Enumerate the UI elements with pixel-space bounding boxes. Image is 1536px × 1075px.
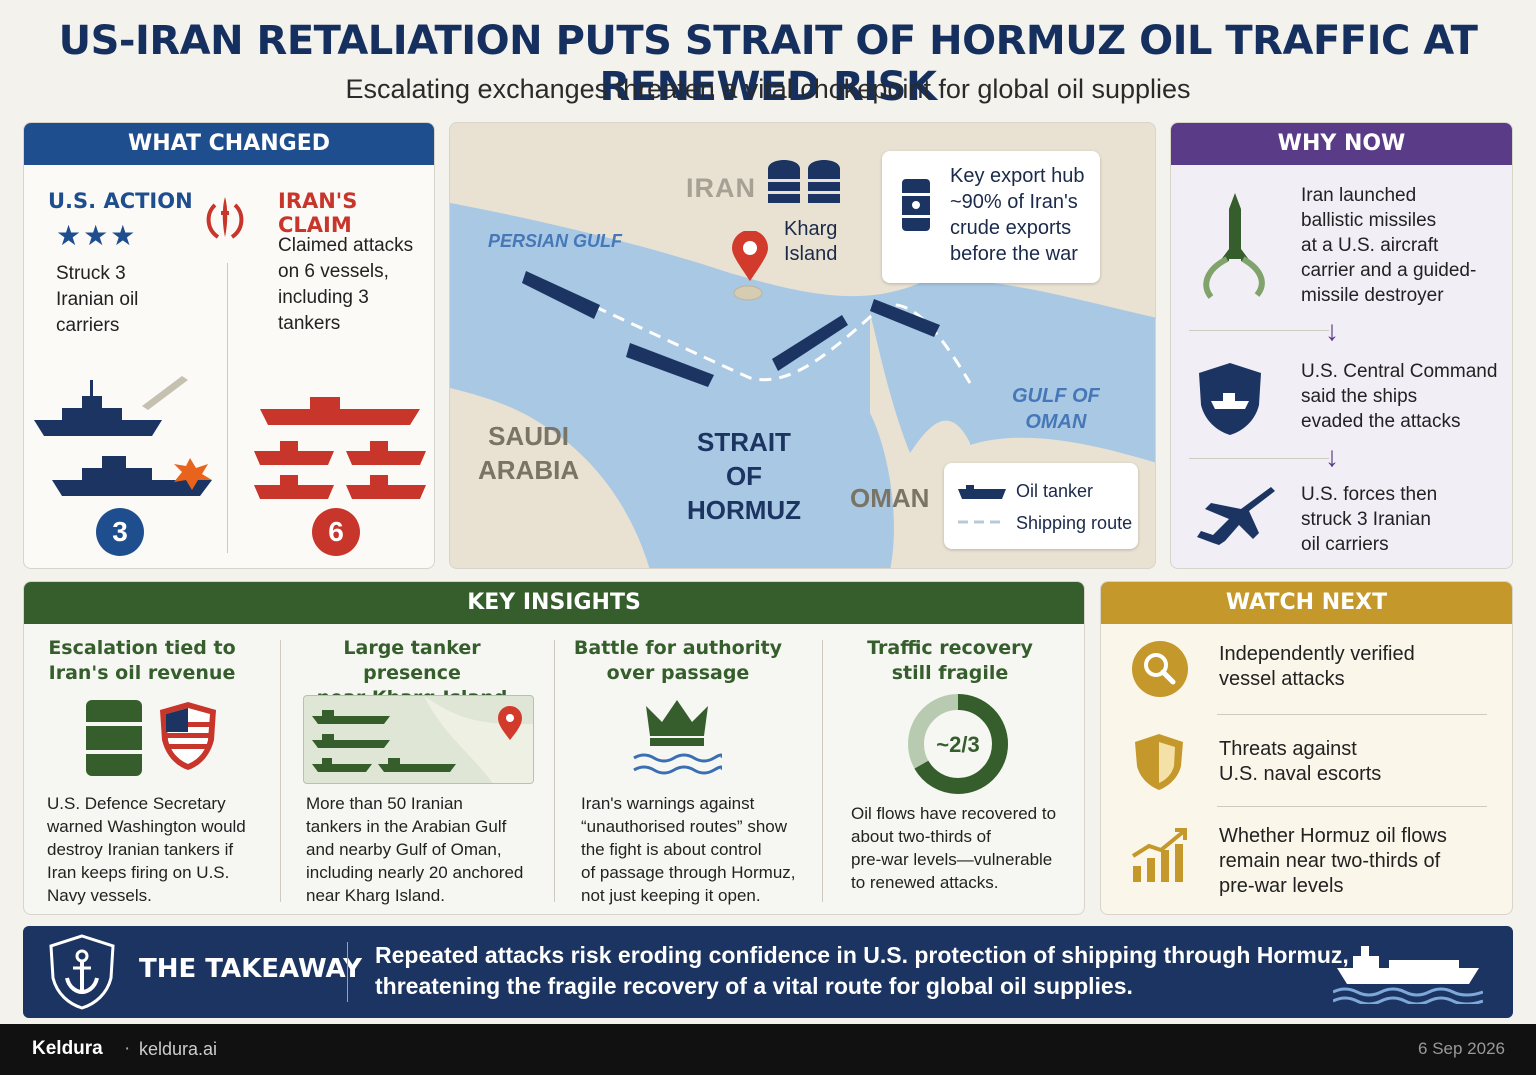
- export-hub-callout: Key export hub ~90% of Iran's crude expo…: [882, 151, 1100, 283]
- anchor-shield-icon: [49, 934, 115, 1010]
- iran-emblem-icon: [206, 197, 244, 239]
- tanker-legend-icon: [958, 485, 1006, 499]
- page-title: US-IRAN RETALIATION PUTS STRAIT OF HORMU…: [58, 18, 1478, 110]
- insight-3-body: Iran's warnings against “unauthorised ro…: [581, 794, 796, 905]
- map-panel: IRAN PERSIAN GULF Kharg Island Key expor…: [449, 122, 1156, 569]
- map-label-iran: IRAN: [686, 173, 756, 203]
- map-label-strait: STRAIT OF HORMUZ: [686, 427, 802, 525]
- donut-label: ~2/3: [936, 732, 979, 757]
- us-count-badge: 3: [96, 508, 144, 556]
- stars-icon: ★★★: [56, 220, 138, 251]
- map-label-persian-gulf: PERSIAN GULF: [488, 231, 623, 251]
- missile-icon: [1203, 193, 1265, 299]
- watch-next-item-2: Threats against U.S. naval escorts: [1219, 738, 1382, 785]
- watch-next-item-3: Whether Hormuz oil flows remain near two…: [1219, 825, 1447, 897]
- us-action-text: Struck 3 Iranian oil carriers: [56, 263, 139, 336]
- us-warships-icon: [34, 376, 212, 496]
- us-action-label: U.S. ACTION: [48, 189, 193, 213]
- tanker-cluster-icon: [312, 696, 533, 783]
- insight-1-body: U.S. Defence Secretary warned Washington…: [47, 794, 246, 905]
- kharg-pin-icon: [732, 231, 768, 281]
- footer-bar: Keldura · keldura.ai 6 Sep 2026: [0, 1024, 1536, 1075]
- map-label-gulf-of-oman: GULF OF OMAN: [1012, 385, 1100, 433]
- insight-3-title: Battle for authority over passage: [573, 637, 783, 684]
- insight-4-title: Traffic recovery still fragile: [867, 637, 1033, 684]
- warning-shield-icon: [1135, 734, 1183, 790]
- magnifier-icon: [1132, 641, 1188, 697]
- why-now-heading: WHY NOW: [1171, 123, 1512, 165]
- key-insights-heading: KEY INSIGHTS: [24, 582, 1084, 624]
- watch-next-heading: WATCH NEXT: [1101, 582, 1512, 624]
- route-legend-icon: [958, 520, 1006, 524]
- what-changed-panel: WHAT CHANGED U.S. ACTION ★★★ Struck 3 Ir…: [23, 122, 435, 569]
- iran-count-badge: 6: [312, 508, 360, 556]
- why-now-item-3: U.S. forces then struck 3 Iranian oil ca…: [1301, 484, 1438, 555]
- oil-storage-icon: [764, 160, 844, 203]
- page-subtitle: Escalating exchanges threaten a vital ch…: [345, 74, 1191, 104]
- insight-4-body: Oil flows have recovered to about two-th…: [851, 804, 1057, 892]
- insight-2-body: More than 50 Iranian tankers in the Arab…: [306, 794, 524, 905]
- iran-claim-text: Claimed attacks on 6 vessels, including …: [278, 235, 414, 334]
- map-legend: Oil tanker Shipping route: [944, 463, 1138, 549]
- takeaway-banner: THE TAKEAWAY Repeated attacks risk erodi…: [23, 926, 1513, 1018]
- takeaway-label: THE TAKEAWAY: [139, 954, 362, 984]
- legend-tanker-label: Oil tanker: [1016, 481, 1094, 501]
- footer-date: 6 Sep 2026: [1418, 1039, 1505, 1058]
- why-now-panel: WHY NOW Iran launched ballistic missiles…: [1170, 122, 1513, 569]
- map-label-kharg: Kharg Island: [784, 218, 838, 265]
- why-now-item-1: Iran launched ballistic missiles at a U.…: [1301, 185, 1477, 306]
- trend-chart-icon: [1131, 828, 1187, 882]
- legend-route-label: Shipping route: [1016, 513, 1133, 533]
- watch-next-panel: WATCH NEXT Independently verified vessel…: [1100, 581, 1513, 915]
- iran-claim-label: IRAN'S CLAIM: [278, 189, 358, 237]
- footer-site-link[interactable]: keldura.ai: [139, 1039, 218, 1059]
- recovery-donut: ~2/3: [908, 694, 1008, 794]
- key-insights-panel: KEY INSIGHTS Escalation tied to Iran's o…: [23, 581, 1085, 915]
- footer-separator: ·: [124, 1038, 131, 1059]
- watch-next-item-1: Independently verified vessel attacks: [1219, 643, 1415, 690]
- us-flag-shield-icon: [160, 702, 216, 770]
- crown-waves-icon: [633, 700, 722, 775]
- oil-barrel-icon-green: [86, 700, 142, 776]
- fighter-jet-icon: [1197, 487, 1275, 545]
- arrow-down-icon-2: ↓: [1325, 441, 1339, 472]
- takeaway-text: Repeated attacks risk eroding confidence…: [375, 942, 1349, 999]
- map-label-saudi: SAUDI ARABIA: [478, 421, 580, 485]
- arrow-down-icon: ↓: [1325, 315, 1339, 346]
- insight-1-title: Escalation tied to Iran's oil revenue: [48, 637, 236, 684]
- what-changed-heading: WHAT CHANGED: [24, 123, 434, 165]
- footer-brand[interactable]: Keldura: [32, 1038, 103, 1059]
- shield-ship-icon: [1199, 363, 1261, 435]
- iran-tankers-icon: [254, 397, 426, 499]
- tanker-cluster-map: [303, 695, 534, 784]
- map-label-oman: OMAN: [850, 483, 930, 513]
- why-now-item-2: U.S. Central Command said the ships evad…: [1301, 361, 1498, 432]
- oil-barrel-icon: [902, 179, 930, 231]
- cargo-ship-icon: [1333, 946, 1483, 1004]
